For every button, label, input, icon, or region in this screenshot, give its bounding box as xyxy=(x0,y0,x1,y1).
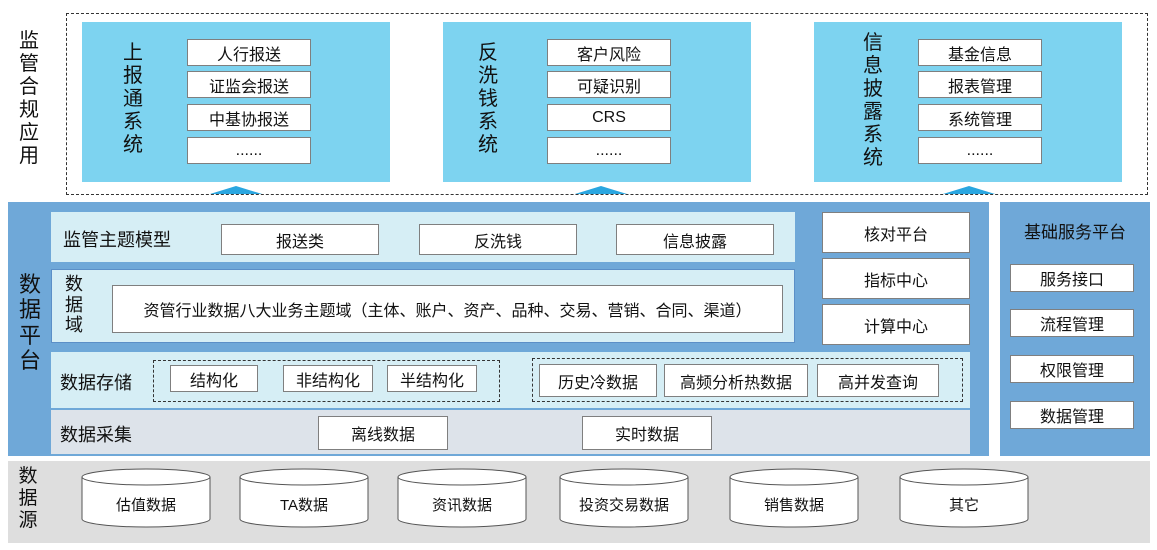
panel-item[interactable]: CRS xyxy=(547,104,671,131)
side-platform-item[interactable]: 指标中心 xyxy=(822,258,970,299)
panel-disclosure-system[interactable]: 信息披露系统 基金信息 报表管理 系统管理 ...... xyxy=(814,22,1122,182)
storage-item[interactable]: 历史冷数据 xyxy=(539,364,657,397)
data-source-label-text: 投资交易数据 xyxy=(578,497,669,514)
up-arrow xyxy=(575,186,627,194)
panel-item[interactable]: ...... xyxy=(187,137,311,164)
data-source-cylinder[interactable]: 销售数据 xyxy=(729,468,859,528)
side-platform-item[interactable]: 计算中心 xyxy=(822,304,970,345)
data-collect-row xyxy=(51,410,970,454)
storage-item[interactable]: 高频分析热数据 xyxy=(664,364,808,397)
panel-item[interactable]: ...... xyxy=(918,137,1042,164)
compliance-section-label: 监管合规应用 xyxy=(19,30,39,167)
data-source-cylinder[interactable]: 估值数据 xyxy=(81,468,211,528)
data-collect-label: 数据采集 xyxy=(60,425,132,445)
theme-model-item[interactable]: 报送类 xyxy=(221,224,379,255)
panel-disclosure-title: 信息披露系统 xyxy=(863,32,883,169)
compliance-dashed-frame xyxy=(66,13,1148,195)
service-item[interactable]: 数据管理 xyxy=(1010,401,1134,429)
service-item[interactable]: 流程管理 xyxy=(1010,309,1134,337)
panel-item[interactable]: 基金信息 xyxy=(918,39,1042,66)
collect-item[interactable]: 离线数据 xyxy=(318,416,448,450)
panel-item[interactable]: 中基协报送 xyxy=(187,104,311,131)
panel-item[interactable]: 人行报送 xyxy=(187,39,311,66)
storage-group-structure xyxy=(153,360,500,402)
theme-model-label: 监管主题模型 xyxy=(63,230,171,250)
data-platform-label: 数据平台 xyxy=(18,272,41,373)
up-arrow xyxy=(943,186,995,194)
data-source-cylinder[interactable]: TA数据 xyxy=(239,468,369,528)
panel-reporting-title: 上报通系统 xyxy=(123,42,143,156)
storage-item[interactable]: 结构化 xyxy=(170,365,258,392)
storage-item[interactable]: 高并发查询 xyxy=(817,364,939,397)
storage-item[interactable]: 半结构化 xyxy=(387,365,477,392)
data-source-label-text: 资讯数据 xyxy=(431,497,492,514)
service-item[interactable]: 权限管理 xyxy=(1010,355,1134,383)
data-storage-label: 数据存储 xyxy=(60,373,132,393)
data-source-label-text: 估值数据 xyxy=(115,497,176,514)
panel-reporting-system[interactable]: 上报通系统 人行报送 证监会报送 中基协报送 ...... xyxy=(82,22,390,182)
data-source-label-text: 其它 xyxy=(948,497,979,514)
up-arrow xyxy=(210,186,262,194)
data-source-cylinder[interactable]: 资讯数据 xyxy=(397,468,527,528)
data-source-cylinder[interactable]: 投资交易数据 xyxy=(559,468,689,528)
panel-item[interactable]: ...... xyxy=(547,137,671,164)
service-item[interactable]: 服务接口 xyxy=(1010,264,1134,292)
panel-item[interactable]: 系统管理 xyxy=(918,104,1042,131)
data-source-label: 数据源 xyxy=(18,466,38,531)
storage-item[interactable]: 非结构化 xyxy=(283,365,373,392)
collect-item[interactable]: 实时数据 xyxy=(582,416,712,450)
panel-aml-title: 反洗钱系统 xyxy=(478,42,498,156)
data-domain-label: 数据域 xyxy=(65,274,83,336)
panel-item[interactable]: 客户风险 xyxy=(547,39,671,66)
data-source-label-text: 销售数据 xyxy=(763,497,824,514)
theme-model-item[interactable]: 反洗钱 xyxy=(419,224,577,255)
panel-aml-system[interactable]: 反洗钱系统 客户风险 可疑识别 CRS ...... xyxy=(443,22,751,182)
panel-item[interactable]: 报表管理 xyxy=(918,71,1042,98)
panel-item[interactable]: 证监会报送 xyxy=(187,71,311,98)
side-platform-item[interactable]: 核对平台 xyxy=(822,212,970,253)
base-service-title: 基础服务平台 xyxy=(1024,223,1126,242)
storage-group-temperature xyxy=(532,358,963,402)
data-source-cylinder[interactable]: 其它 xyxy=(899,468,1029,528)
data-source-label-text: TA数据 xyxy=(279,497,329,514)
theme-model-item[interactable]: 信息披露 xyxy=(616,224,774,255)
panel-item[interactable]: 可疑识别 xyxy=(547,71,671,98)
data-domain-box[interactable]: 资管行业数据八大业务主题域（主体、账户、资产、品种、交易、营销、合同、渠道） xyxy=(112,285,783,333)
